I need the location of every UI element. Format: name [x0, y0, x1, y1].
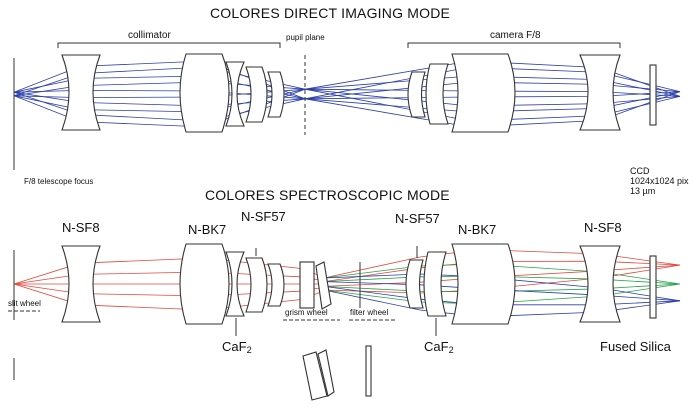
spectroscopic-title: COLORES SPECTROSCOPIC MODE: [205, 187, 450, 203]
imaging-ray: [13, 60, 681, 128]
nsf57-left-label: N-SF57: [241, 209, 286, 224]
spectroscopic-annotations: [8, 246, 437, 380]
caf2-lens-left: [225, 251, 245, 317]
nsf57-right-label: N-SF57: [395, 211, 440, 226]
ccd-label: CCD 1024x1024 pix 13 µm: [630, 166, 690, 196]
caf2-left-label: CaF2: [222, 340, 252, 355]
spare-prism: [317, 349, 335, 397]
camera-lens-2: [425, 63, 449, 125]
caf2-right-subscript: 2: [448, 345, 454, 355]
collimator-lens-5: [267, 71, 285, 118]
caf2-right-text: CaF: [424, 339, 449, 354]
camera-bracket: [407, 42, 621, 48]
caf2-right-label: CaF2: [424, 340, 454, 355]
camera-lens-1: [407, 71, 426, 118]
imaging-lenses: [61, 53, 657, 133]
spectroscopic-lenses: [61, 243, 657, 401]
grism-prism: [315, 261, 332, 310]
caf2-lens-right: [423, 251, 447, 317]
slit-wheel-label: slit wheel: [8, 299, 41, 308]
camera-label: camera F/8: [490, 30, 541, 41]
nsf8-lens-left: [61, 245, 101, 323]
nsf8-left-label: N-SF8: [62, 220, 100, 235]
telescope-focus-label: F/8 telescope focus: [24, 177, 94, 186]
spare-grism: [302, 351, 328, 401]
caf2-left-subscript: 2: [246, 345, 252, 355]
imaging-ray-bundle: [13, 60, 681, 128]
imaging-ray: [13, 66, 681, 122]
collimator-label: collimator: [128, 30, 171, 41]
camera-lens-4: [579, 54, 621, 131]
nbk7-left-label: N-BK7: [188, 222, 227, 237]
imaging-annotations: [13, 42, 621, 170]
imaging-title: COLORES DIRECT IMAGING MODE: [210, 5, 451, 21]
nsf57-lens-left-b: [267, 263, 285, 307]
camera-lens-3: [451, 53, 516, 133]
imaging-ray: [13, 60, 681, 128]
nbk7-right-label: N-BK7: [458, 222, 497, 237]
collimator-lens-1: [61, 54, 101, 131]
filter-wheel-label: filter wheel: [350, 308, 389, 317]
imaging-ray: [13, 75, 681, 113]
pupil-plane-label: pupil plane: [286, 33, 325, 42]
imaging-ccd-window: [649, 64, 657, 126]
collimator-lens-4: [245, 66, 268, 123]
nsf8-lens-right: [579, 245, 621, 323]
spare-filter: [365, 345, 372, 397]
collimator-lens-2: [179, 53, 230, 133]
spectroscopic-ray-bundle: [13, 249, 681, 318]
grism-wheel-label: grism wheel: [285, 308, 328, 317]
imaging-ray: [13, 75, 681, 113]
ccd-line-3: 13 µm: [630, 186, 656, 196]
caf2-left-text: CaF: [222, 339, 247, 354]
imaging-ray: [13, 66, 681, 122]
nbk7-lens-right: [451, 243, 516, 325]
nsf57-lens-left: [245, 257, 268, 313]
grism-block: [299, 261, 315, 309]
nsf8-right-label: N-SF8: [584, 220, 622, 235]
fused-silica-window: [649, 255, 657, 319]
ccd-line-2: 1024x1024 pix: [630, 176, 689, 186]
ccd-line-1: CCD: [630, 166, 650, 176]
collimator-bracket: [57, 42, 281, 48]
collimator-lens-3: [225, 61, 245, 127]
nsf57-lens-right: [405, 259, 424, 309]
nbk7-lens-left: [179, 243, 230, 325]
fused-silica-label: Fused Silica: [600, 339, 671, 354]
